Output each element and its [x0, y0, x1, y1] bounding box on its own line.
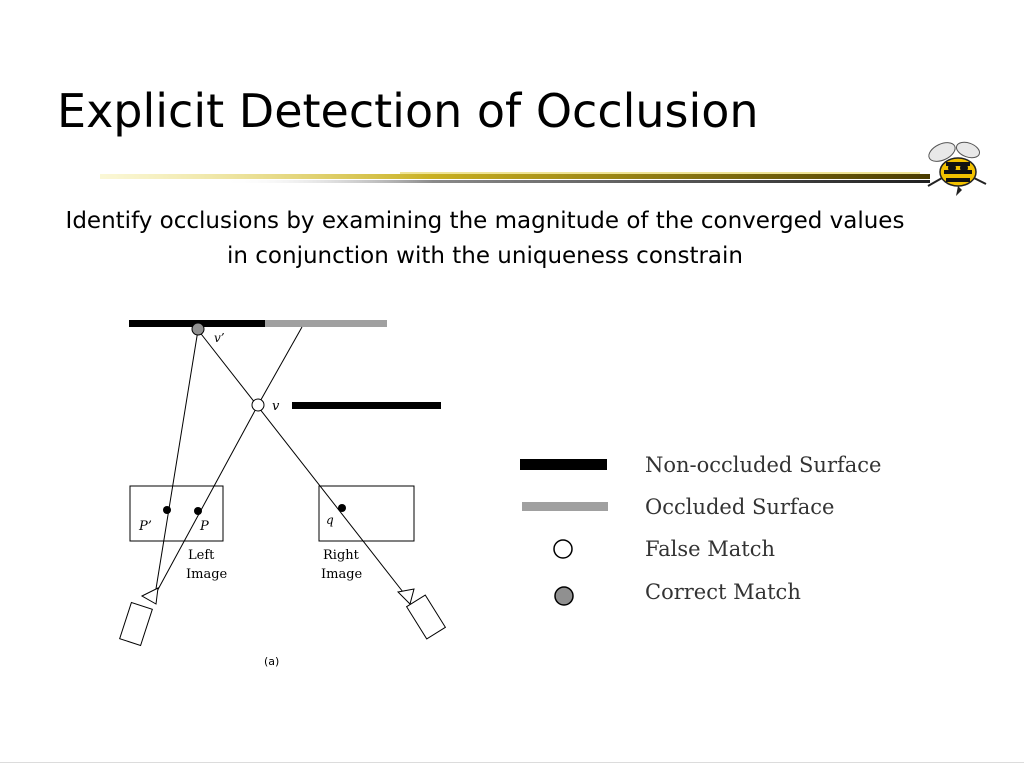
false-match-point-v [251, 398, 265, 412]
yellow-jacket-bee-icon [927, 141, 987, 196]
legend-label-correct-match: Correct Match [645, 580, 801, 604]
pixel-point-p [194, 507, 202, 515]
footer-divider [0, 762, 1024, 763]
ray-v-to-left-camera [154, 404, 259, 596]
slide-body-text: Identify occlusions by examining the mag… [65, 208, 905, 269]
front-surface [292, 402, 441, 409]
label-v: v [272, 399, 280, 414]
legend-swatch-non-occluded [520, 459, 607, 470]
legend-swatch-occluded [522, 502, 608, 511]
rule-dark-band [220, 180, 930, 183]
figure-caption: (a) [264, 655, 279, 668]
legend-swatch-correct-match [554, 586, 574, 606]
label-right-image-line2: Image [321, 567, 363, 582]
label-v-prime: v’ [214, 331, 225, 345]
rule-highlight [400, 172, 920, 174]
rule-gold-band [100, 174, 930, 179]
pixel-point-q [338, 504, 346, 512]
label-q: q [326, 513, 334, 527]
legend-label-non-occluded: Non-occluded Surface [645, 453, 881, 477]
title-rule [100, 172, 930, 183]
ray-vprime-to-right-camera [197, 329, 404, 593]
legend-label-false-match: False Match [645, 537, 775, 561]
ray-vprime-to-left-camera [154, 329, 199, 596]
label-right-image-line1: Right [323, 548, 360, 563]
back-surface-occluded [265, 320, 387, 327]
left-image-plane [129, 485, 224, 542]
legend: Non-occluded Surface Occluded Surface Fa… [520, 453, 881, 606]
pixel-point-p-prime [163, 506, 171, 514]
legend-swatch-false-match [553, 539, 573, 559]
slide-title: Explicit Detection of Occlusion [57, 84, 759, 138]
legend-label-occluded: Occluded Surface [645, 495, 834, 519]
left-camera-icon [119, 587, 159, 647]
correct-match-point-vprime [191, 322, 205, 336]
right-camera-icon [396, 588, 447, 640]
ray-occluded-end-to-v [257, 326, 303, 406]
label-left-image-line2: Image [186, 567, 228, 582]
label-p: P [199, 519, 209, 534]
right-image-plane [318, 485, 415, 542]
label-p-prime: P’ [138, 519, 152, 534]
label-left-image-line1: Left [188, 548, 215, 563]
